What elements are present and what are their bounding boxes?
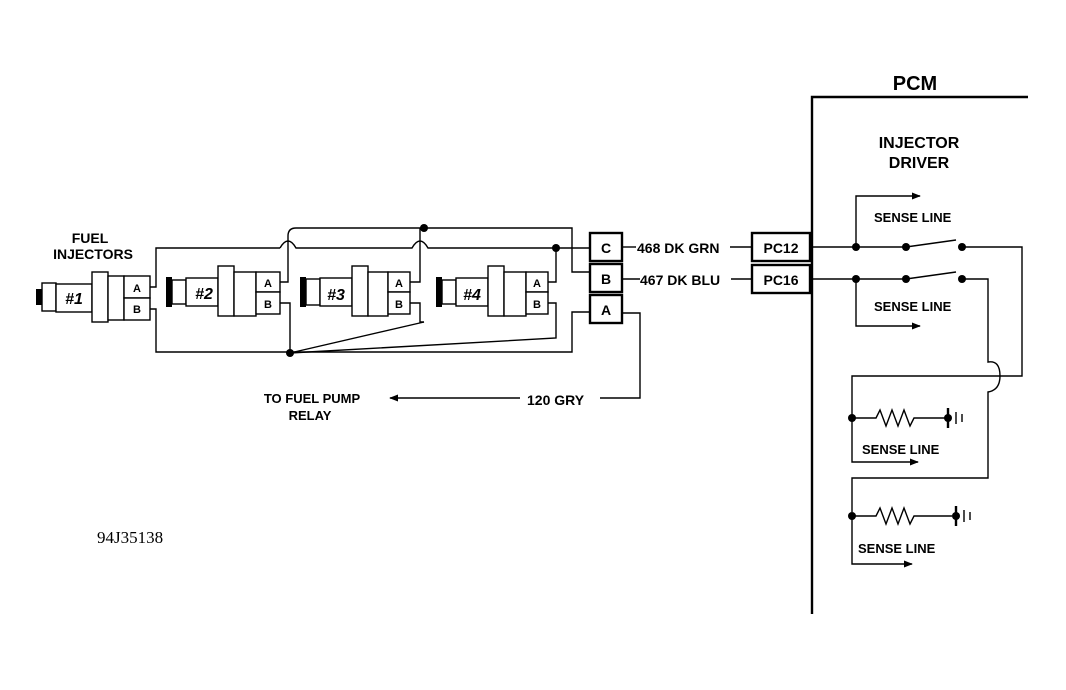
figure-id: 94J35138: [97, 528, 163, 547]
injector-2-number: #2: [195, 286, 213, 303]
splice-right: [552, 244, 560, 252]
injector-1-pin-b: B: [133, 304, 141, 316]
pcm-pin-pc12: PC12: [763, 240, 798, 256]
sense-line-label-3: SENSE LINE: [862, 442, 940, 457]
wire-label-467-dk-blu: 467 DK BLU: [640, 272, 720, 288]
sense-line-label-1: SENSE LINE: [874, 210, 952, 225]
fuel-injectors-label-2: INJECTORS: [53, 246, 133, 262]
injector-1-number: #1: [65, 291, 83, 308]
injector-driver-1: [810, 192, 1023, 377]
pcm-pin-pc16: PC16: [763, 272, 798, 288]
splice-top: [420, 224, 428, 232]
sense-resistor-2: [848, 506, 971, 568]
injector-3-pin-a: A: [395, 278, 403, 290]
injector-2-pin-b: B: [264, 299, 272, 311]
injector-3-number: #3: [327, 287, 345, 304]
wire-label-468-dk-grn: 468 DK GRN: [637, 240, 719, 256]
to-fuel-pump-label-2: RELAY: [289, 408, 332, 423]
injector-harness-wiring: [150, 227, 590, 354]
injector-3-pin-b: B: [395, 299, 403, 311]
injector-4-number: #4: [463, 287, 481, 304]
injector-1-pin-a: A: [133, 283, 141, 295]
wire-label-120-gry: 120 GRY: [527, 392, 585, 408]
connector-pin-a: A: [601, 302, 611, 318]
splice-bottom: [286, 349, 294, 357]
fuel-injectors-label-1: FUEL: [72, 230, 109, 246]
pcm-title: PCM: [893, 73, 937, 95]
sense-resistor-1: [848, 375, 1004, 466]
sense-line-label-2: SENSE LINE: [874, 299, 952, 314]
pcm-connector: PC12 PC16: [750, 231, 812, 295]
injector-2-pin-a: A: [264, 278, 272, 290]
sense-line-label-4: SENSE LINE: [858, 541, 936, 556]
injector-4-pin-b: B: [533, 299, 541, 311]
connector-pin-c: C: [601, 240, 611, 256]
pcm-boundary: [810, 95, 1028, 614]
injector-4: #4 A B: [436, 265, 549, 317]
injector-1: #1 A B: [36, 271, 151, 323]
injector-driver-label-2: DRIVER: [889, 155, 950, 172]
harness-connector: C B A: [588, 231, 624, 325]
injector-3: #3 A B: [300, 265, 411, 317]
connector-pin-b: B: [601, 271, 611, 287]
to-fuel-pump-label-1: TO FUEL PUMP: [264, 391, 361, 406]
injector-2: #2 A B: [166, 265, 281, 317]
injector-driver-label-1: INJECTOR: [879, 135, 960, 152]
injector-4-pin-a: A: [533, 278, 541, 290]
